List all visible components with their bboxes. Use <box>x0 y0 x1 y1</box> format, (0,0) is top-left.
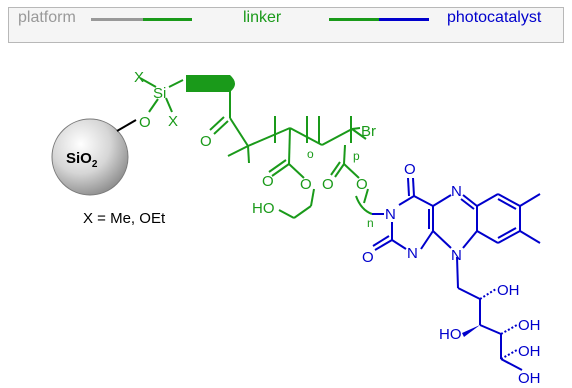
wedge-oh-2 <box>462 325 480 337</box>
n1-label: N <box>407 245 418 262</box>
legend-photocatalyst-green-segment <box>329 18 379 21</box>
benzo-5 <box>476 230 499 244</box>
hydroxyl-5-label: OH <box>518 370 541 387</box>
quaternary-methyl-b <box>247 145 250 164</box>
c4-c4a <box>413 195 434 207</box>
oxygen-label-ester-o: O <box>300 176 312 193</box>
ester-o-branch <box>288 127 291 165</box>
benzo-4 <box>497 230 521 244</box>
c10a-n10 <box>432 230 452 249</box>
hashed-oh-3 <box>500 324 518 335</box>
repeat-index-p: p <box>353 149 360 163</box>
spacer-1 <box>363 188 369 204</box>
n10-label: N <box>451 247 462 264</box>
ester-o-carbonyl <box>271 163 290 177</box>
benzo-1 <box>476 193 499 207</box>
hydroxyethyl-1 <box>310 188 315 207</box>
hydroxyl-2-label: HO <box>439 326 462 343</box>
hydroxyl-3-label: OH <box>518 317 541 334</box>
backbone-3 <box>351 128 367 140</box>
c7-methyl <box>519 193 541 207</box>
c9a-n10 <box>462 230 478 249</box>
ester-o-carbonyl-double <box>268 159 287 173</box>
c8-methyl <box>519 230 541 244</box>
ketone-c-o <box>213 120 229 135</box>
oxygen-label-ketone: O <box>200 133 212 150</box>
backbone-to-bromine <box>351 127 361 130</box>
c4-oxygen-label: O <box>404 161 416 178</box>
spacer-repeat-bracket <box>355 195 373 215</box>
n3-label: N <box>385 206 396 223</box>
oxygen-label-ester-o-double: O <box>262 173 274 190</box>
ribityl-1 <box>457 287 481 300</box>
linker-tab <box>186 75 235 92</box>
c2-n1 <box>391 239 407 250</box>
n5-c5a-double <box>460 198 475 210</box>
c2-oxygen-label: O <box>362 249 374 266</box>
substituent-x-top: X <box>134 69 144 86</box>
si-chain-bond <box>168 79 184 88</box>
o-si-bond <box>148 98 159 113</box>
n5-label: N <box>451 183 462 200</box>
oxygen-label-ester-p-double: O <box>322 176 334 193</box>
c2-o <box>374 239 393 251</box>
legend-photocatalyst-label: photocatalyst <box>447 9 542 26</box>
n10-ribityl <box>456 256 459 289</box>
c4-o <box>412 177 415 197</box>
ketone-c-o-double <box>209 116 225 131</box>
hashed-oh-1 <box>479 288 497 300</box>
silica-particle: SiO2 <box>51 118 137 196</box>
quaternary-methyl-a <box>227 145 249 157</box>
hydroxyethyl-3 <box>278 209 295 219</box>
hydroxyl-1-label: OH <box>497 282 520 299</box>
repeat-index-n: n <box>367 216 374 230</box>
linker-fragment <box>139 77 373 219</box>
hydroxyl-left-label: HO <box>252 200 275 217</box>
benzo-2 <box>497 193 521 207</box>
c4a-n5 <box>432 194 452 207</box>
ester-p-branch <box>343 144 346 165</box>
ribityl-5 <box>500 358 523 371</box>
benzo-4-double <box>497 227 517 239</box>
ribityl-3 <box>479 324 502 335</box>
hydroxyl-4-label: OH <box>518 343 541 360</box>
n5-c5a <box>462 194 478 207</box>
repeat-index-o: o <box>307 147 314 161</box>
x-definition-note: X = Me, OEt <box>83 210 166 227</box>
oxygen-label-ester-p: O <box>356 176 368 193</box>
hashed-oh-4 <box>500 349 518 360</box>
ester-p-carbonyl-double <box>330 161 341 176</box>
ester-o-oxygen <box>288 163 305 179</box>
c2-o-double <box>372 235 390 247</box>
legend-platform-gray-segment <box>91 18 143 21</box>
hydroxyethyl-2 <box>293 205 312 219</box>
carbonyl-to-quaternary <box>229 117 249 147</box>
benzo-2-double <box>497 198 517 210</box>
flavin-photocatalyst <box>372 177 541 371</box>
oxygen-label-silane: O <box>139 114 151 131</box>
quaternary-to-backbone <box>247 127 291 147</box>
si-x-right-bond <box>165 97 173 113</box>
backbone-2 <box>321 128 353 146</box>
ester-p-oxygen <box>343 163 360 179</box>
silica-o-bond <box>116 119 137 132</box>
legend-photocatalyst-blue-segment <box>379 18 429 21</box>
si-x-top-bond <box>139 77 157 88</box>
legend-box <box>8 7 564 43</box>
c4-o-double <box>407 177 410 197</box>
silicon-label: Si <box>153 85 166 102</box>
bromine-label: Br <box>361 123 376 140</box>
silica-sphere <box>51 118 129 196</box>
legend-platform-green-segment <box>143 18 192 21</box>
n1-c10a <box>420 230 434 250</box>
legend-platform-label: platform <box>18 9 76 26</box>
silica-label: SiO2 <box>66 150 98 170</box>
legend-linker-label: linker <box>243 9 282 26</box>
n3-c4 <box>398 195 415 206</box>
ester-p-carbonyl <box>334 163 345 178</box>
substituent-x-right: X <box>168 113 178 130</box>
